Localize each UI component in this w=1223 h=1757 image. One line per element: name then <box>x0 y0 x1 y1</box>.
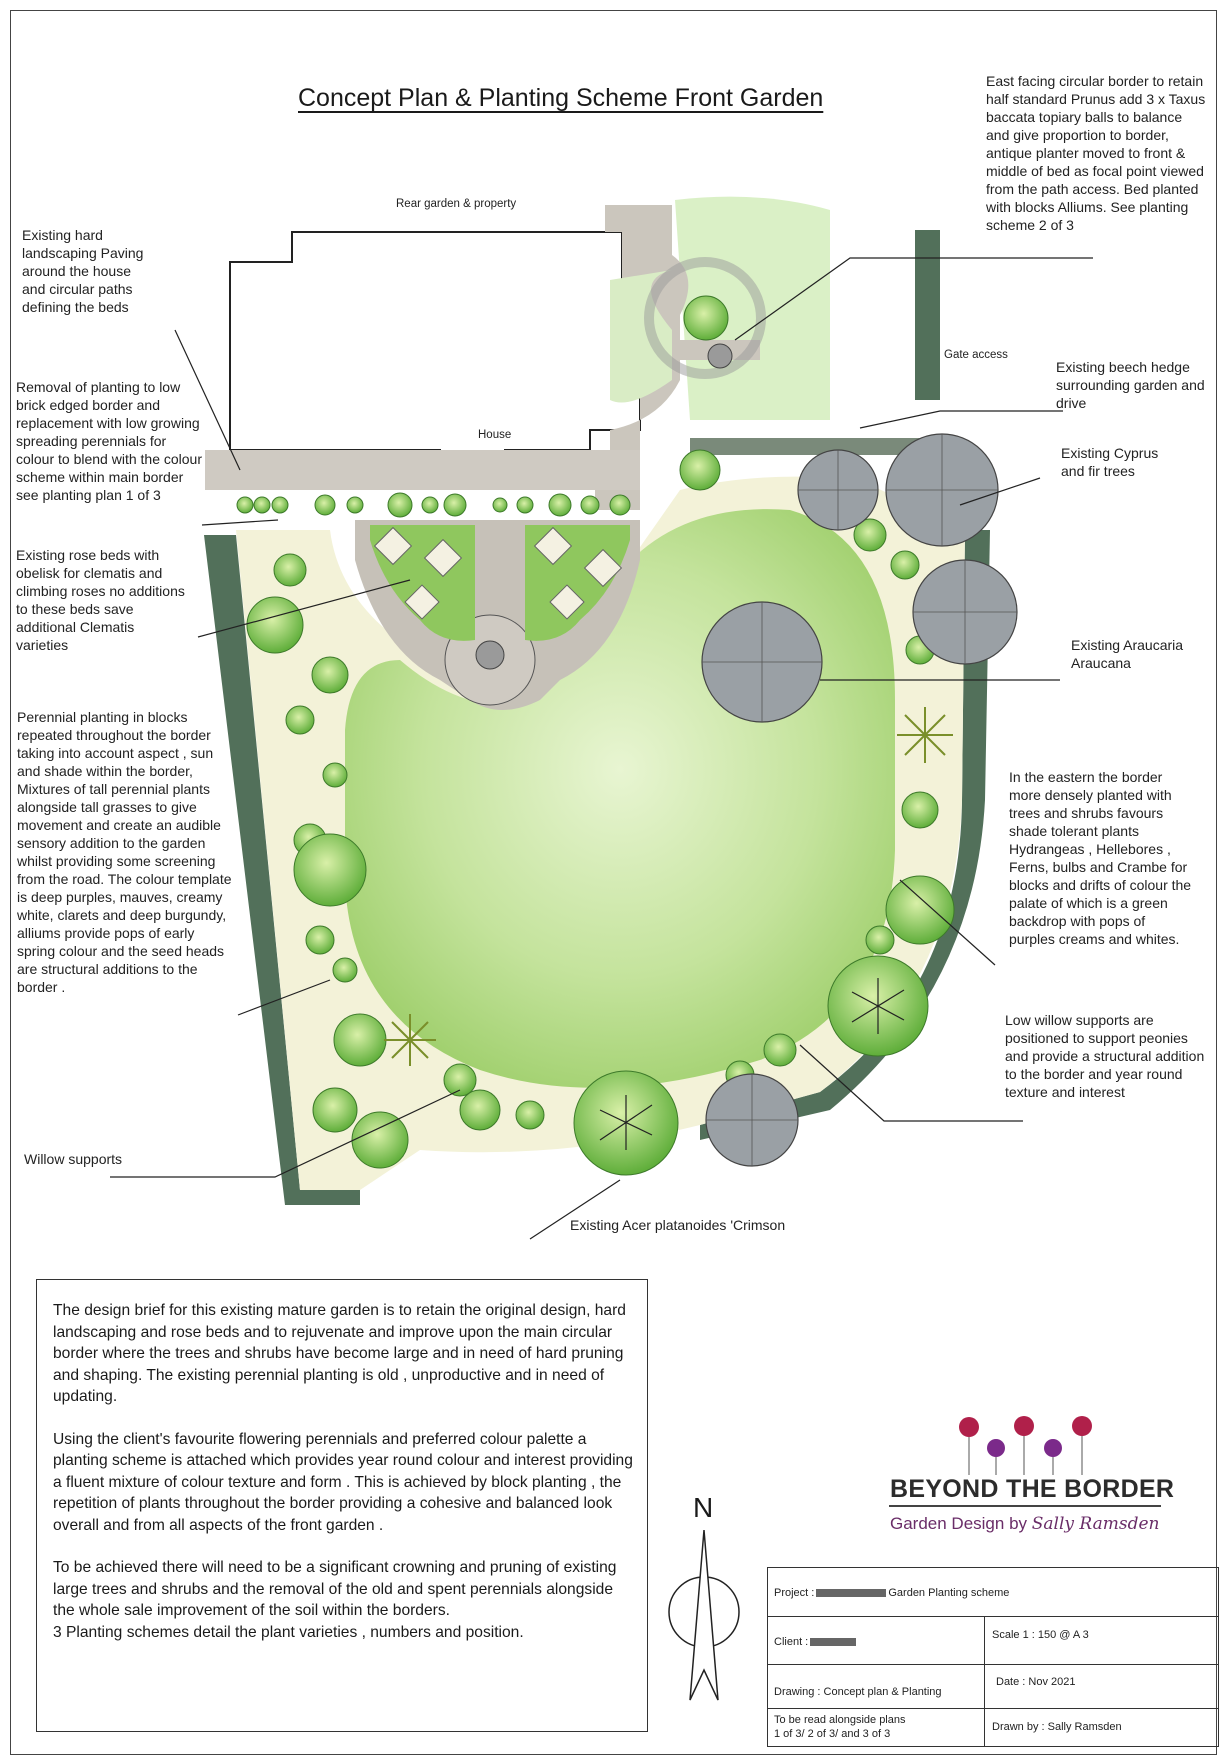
drawing-field: Drawing : Concept plan & Planting <box>774 1686 942 1698</box>
brief-paragraph-1: The design brief for this existing matur… <box>53 1302 626 1405</box>
logo-subtitle: Garden Design by Sally Ramsden <box>890 1514 1159 1534</box>
rear-garden-label: Rear garden & property <box>396 198 517 210</box>
redacted-client <box>810 1638 857 1647</box>
client-field: Client : <box>774 1635 858 1649</box>
gate-access-label: Gate access <box>944 349 1008 361</box>
note-rose-beds: Existing rose beds with obelisk for clem… <box>16 547 185 653</box>
note-willow-supports: Willow supports <box>24 1151 123 1167</box>
note-hard-landscaping: Existing hard landscaping Paving around … <box>22 227 144 315</box>
note-eastern-border: In the eastern the border more densely p… <box>1009 769 1192 947</box>
page-title: Concept Plan & Planting Scheme Front Gar… <box>298 84 824 112</box>
note-low-willow: Low willow supports are positioned to su… <box>1005 1012 1205 1100</box>
brief-paragraph-2: Using the client's favourite flowering p… <box>53 1430 633 1534</box>
prunus-standard <box>683 295 729 341</box>
house-outline <box>229 231 641 463</box>
design-brief-box: The design brief for this existing matur… <box>36 1279 648 1732</box>
scale-field: Scale 1 : 150 @ A 3 <box>992 1629 1089 1641</box>
sheet-border <box>10 10 1217 1755</box>
house-label: House <box>478 429 512 441</box>
note-east-border: East facing circular border to retain ha… <box>986 73 1206 233</box>
west-hedge <box>204 535 360 1205</box>
logo-signature: Sally Ramsden <box>1031 1514 1160 1534</box>
title-block: Project :Garden Planting scheme Client :… <box>767 1567 1219 1747</box>
leader-lines <box>110 257 1093 1240</box>
paving-front <box>205 450 640 490</box>
read-alongside-line-2: 1 of 3/ 2 of 3/ and 3 of 3 <box>774 1728 891 1740</box>
brief-paragraph-3: To be achieved there will need to be a s… <box>53 1559 617 1619</box>
logo-rule <box>889 1505 1161 1507</box>
note-acer: Existing Acer platanoides 'Crimson <box>570 1217 786 1233</box>
border-shrubs <box>246 449 955 1169</box>
north-arrow <box>668 1529 740 1701</box>
logo-name: BEYOND THE BORDER <box>890 1475 1175 1503</box>
logo-alliums <box>959 1416 1092 1475</box>
note-removal-planting: Removal of planting to low brick edged b… <box>16 379 202 503</box>
logo-sub-text: Garden Design by <box>890 1514 1032 1533</box>
east-circular-bed <box>610 270 672 403</box>
north-hedge <box>690 438 940 455</box>
read-alongside-line-1: To be read alongside plans <box>774 1714 906 1726</box>
note-araucaria: Existing Araucaria Araucana <box>1071 637 1184 671</box>
date-field: Date : Nov 2021 <box>996 1676 1076 1688</box>
redacted-project <box>816 1589 887 1598</box>
tall-grasses <box>384 707 953 1066</box>
note-perennial-planting: Perennial planting in blocks repeated th… <box>17 709 232 995</box>
east-hedge <box>915 230 940 400</box>
antique-planter-front <box>475 640 505 670</box>
tree-spokes <box>702 434 1017 1166</box>
project-field: Project :Garden Planting scheme <box>774 1587 1010 1599</box>
front-low-border <box>236 492 631 518</box>
note-cyprus: Existing Cyprus and fir trees <box>1061 445 1159 479</box>
north-label: N <box>693 1492 714 1523</box>
brief-paragraph-4: 3 Planting schemes detail the plant vari… <box>53 1623 524 1641</box>
note-beech-hedge: Existing beech hedge surrounding garden … <box>1056 359 1205 411</box>
drawn-by-field: Drawn by : Sally Ramsden <box>992 1721 1122 1733</box>
